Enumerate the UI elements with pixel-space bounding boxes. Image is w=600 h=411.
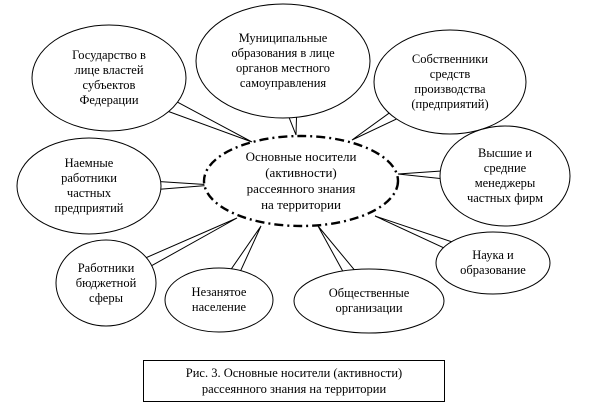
callout-label-line: средств (429, 67, 471, 81)
callout-label-line: самоуправления (239, 76, 327, 90)
callout-gov (31, 24, 253, 143)
callout-label-line: образование (460, 263, 526, 277)
callout-label-line: Незанятое (191, 285, 247, 299)
callout-label-line: средние (483, 161, 527, 175)
callout-public (293, 225, 445, 334)
callout-label-line: субъектов (82, 78, 136, 92)
callout-budget (55, 217, 238, 327)
callout-label-line: Собственники (411, 52, 489, 66)
callout-hired (16, 137, 214, 235)
caption-line-1: Рис. 3. Основные носители (активности) (185, 366, 403, 380)
callout-label-line: сферы (89, 290, 123, 305)
callout-science (374, 215, 551, 295)
callout-label-line: частных фирм (466, 191, 544, 205)
callout-unemployed (164, 225, 274, 333)
bubbles-layer (16, 3, 571, 334)
callout-label-line: Муниципальные (238, 31, 328, 45)
callout-label-line: бюджетной (75, 275, 137, 290)
callout-label-line: частных (66, 186, 112, 200)
center-label-line: на территории (261, 197, 341, 212)
callout-label-line: Наука и (472, 248, 514, 262)
callout-label-line: (предприятий) (411, 97, 489, 111)
callout-ellipse-municipal (195, 3, 371, 119)
callout-label-line: органов местного (236, 61, 330, 75)
center-layer (202, 134, 400, 228)
caption-line-2: рассеянного знания на территории (201, 382, 387, 396)
callout-label-line: предприятий (54, 201, 124, 215)
callout-label-line: образования в лице (231, 46, 335, 60)
callout-label-line: население (191, 300, 247, 314)
callout-label-line: Федерации (79, 93, 139, 107)
center-ellipse (202, 134, 400, 228)
callout-label-line: Наемные (64, 156, 114, 170)
callout-ellipse-unemployed (164, 267, 274, 333)
center-label: Основные носители(активности)рассеянного… (204, 136, 398, 226)
callout-label-line: производства (414, 82, 486, 96)
callout-label-line: менеджеры (474, 176, 536, 190)
callout-label-line: Общественные (328, 286, 410, 300)
callout-label-line: лице властей (74, 63, 144, 77)
callout-municipal (195, 3, 371, 136)
callout-label-line: Работники (77, 260, 135, 275)
callout-label-line: Высшие и (478, 146, 532, 160)
callout-managers (397, 125, 571, 227)
callout-ellipse-hired (16, 137, 162, 235)
callout-ellipse-public (293, 268, 445, 334)
callout-label-line: работники (61, 171, 117, 185)
callout-label-line: организации (335, 301, 403, 315)
callout-ellipse-gov (31, 24, 187, 132)
figure-caption: Рис. 3. Основные носители (активности) р… (143, 360, 445, 402)
center-label-line: Основные носители (245, 149, 357, 164)
callout-owners (351, 29, 527, 141)
callout-ellipse-owners (373, 29, 527, 135)
callout-label-line: Государство в (72, 48, 146, 62)
callout-ellipse-budget (55, 239, 157, 327)
center-label-line: (активности) (265, 165, 337, 180)
center-label-line: рассеянного знания (246, 181, 356, 196)
callout-ellipse-managers (439, 125, 571, 227)
callout-ellipse-science (435, 231, 551, 295)
